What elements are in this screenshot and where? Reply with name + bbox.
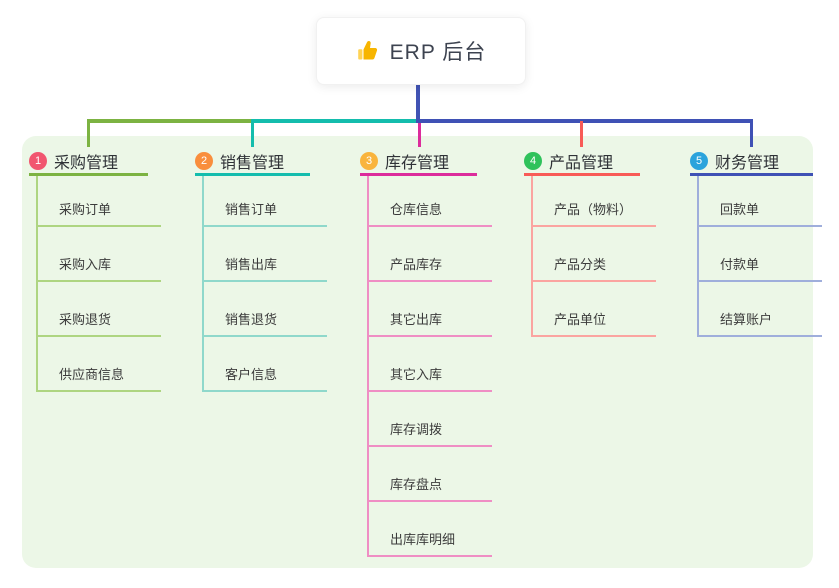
node-item[interactable]: 其它入库 <box>369 337 492 392</box>
branch-label: 库存管理 <box>385 155 450 172</box>
node-item[interactable]: 销售出库 <box>204 227 327 282</box>
branch-产品管理: 4 产品管理产品（物料）产品分类产品单位 <box>524 149 656 337</box>
node-item[interactable]: 结算账户 <box>699 282 822 337</box>
node-item[interactable]: 其它出库 <box>369 282 492 337</box>
branch-header[interactable]: 2 销售管理 <box>195 149 310 176</box>
node-item[interactable]: 付款单 <box>699 227 822 282</box>
thumbs-up-icon <box>356 39 380 63</box>
branch-number-badge: 5 <box>690 152 708 170</box>
drop-line <box>750 119 753 147</box>
branches-panel <box>22 136 813 568</box>
node-item[interactable]: 库存盘点 <box>369 447 492 502</box>
branch-items: 销售订单销售出库销售退货客户信息 <box>202 176 327 392</box>
node-item[interactable]: 库存调拨 <box>369 392 492 447</box>
branch-items: 回款单付款单结算账户 <box>697 176 822 337</box>
node-item[interactable]: 采购入库 <box>38 227 161 282</box>
node-item[interactable]: 仓库信息 <box>369 176 492 227</box>
node-item[interactable]: 销售退货 <box>204 282 327 337</box>
node-item[interactable]: 销售订单 <box>204 176 327 227</box>
branch-库存管理: 3 库存管理仓库信息产品库存其它出库其它入库库存调拨库存盘点出库库明细 <box>360 149 492 557</box>
node-item[interactable]: 回款单 <box>699 176 822 227</box>
branch-label: 销售管理 <box>220 155 285 172</box>
branch-number-badge: 1 <box>29 152 47 170</box>
node-item[interactable]: 产品单位 <box>533 282 656 337</box>
branch-header[interactable]: 5 财务管理 <box>690 149 813 176</box>
branch-label: 采购管理 <box>54 155 119 172</box>
drop-line <box>251 119 254 147</box>
bus-segment-green <box>87 119 254 123</box>
node-item[interactable]: 产品（物料） <box>533 176 656 227</box>
branch-采购管理: 1 采购管理采购订单采购入库采购退货供应商信息 <box>29 149 161 392</box>
node-item[interactable]: 出库库明细 <box>369 502 492 557</box>
node-item[interactable]: 产品分类 <box>533 227 656 282</box>
root-node[interactable]: ERP 后台 <box>316 17 526 85</box>
node-item[interactable]: 采购订单 <box>38 176 161 227</box>
branch-销售管理: 2 销售管理销售订单销售出库销售退货客户信息 <box>195 149 327 392</box>
branch-header[interactable]: 1 采购管理 <box>29 149 148 176</box>
drop-line <box>580 121 583 147</box>
branch-label: 产品管理 <box>549 155 614 172</box>
node-item[interactable]: 客户信息 <box>204 337 327 392</box>
bus-segment-blue <box>416 119 753 123</box>
drop-line <box>87 119 90 147</box>
branch-label: 财务管理 <box>715 155 780 172</box>
branch-header[interactable]: 4 产品管理 <box>524 149 640 176</box>
root-connector <box>416 82 420 119</box>
branch-number-badge: 4 <box>524 152 542 170</box>
node-item[interactable]: 产品库存 <box>369 227 492 282</box>
bus-segment-teal <box>251 119 416 123</box>
branch-items: 产品（物料）产品分类产品单位 <box>531 176 656 337</box>
branch-number-badge: 3 <box>360 152 378 170</box>
branch-财务管理: 5 财务管理回款单付款单结算账户 <box>690 149 822 337</box>
node-item[interactable]: 采购退货 <box>38 282 161 337</box>
branch-items: 仓库信息产品库存其它出库其它入库库存调拨库存盘点出库库明细 <box>367 176 492 557</box>
branch-number-badge: 2 <box>195 152 213 170</box>
drop-line <box>418 123 421 147</box>
root-label: ERP 后台 <box>389 41 487 64</box>
branch-items: 采购订单采购入库采购退货供应商信息 <box>36 176 161 392</box>
node-item[interactable]: 供应商信息 <box>38 337 161 392</box>
branch-header[interactable]: 3 库存管理 <box>360 149 477 176</box>
